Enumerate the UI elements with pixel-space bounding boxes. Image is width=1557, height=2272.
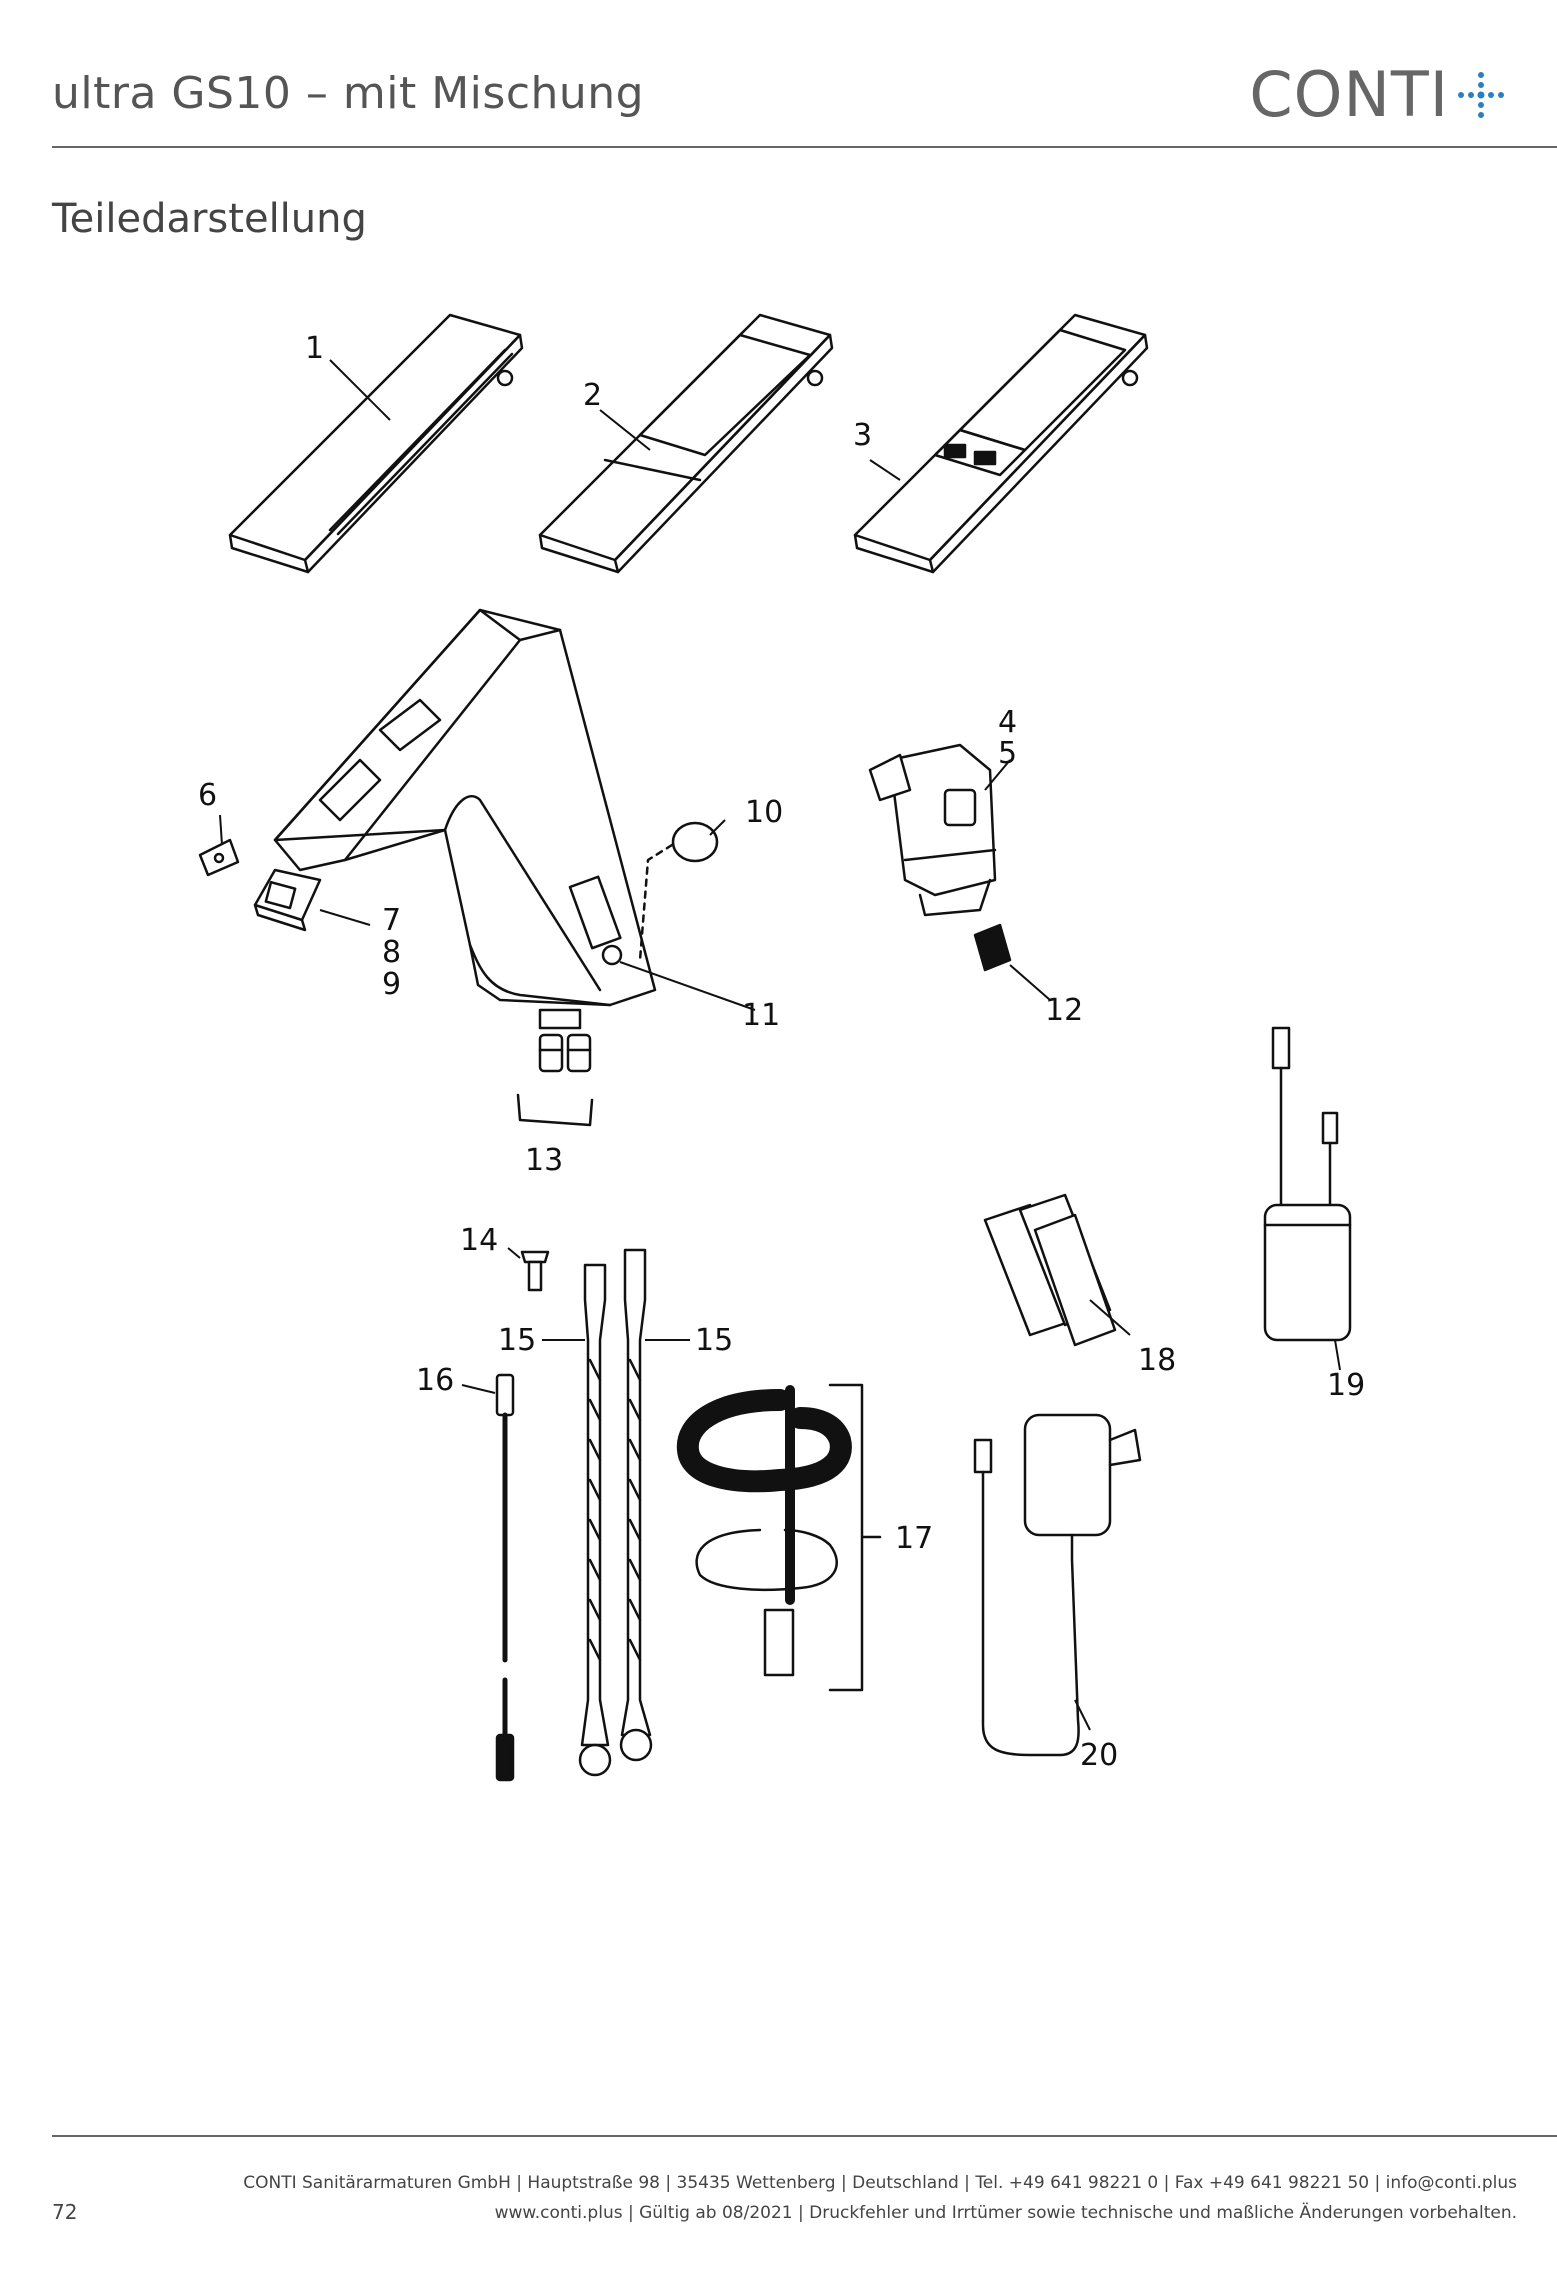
document-title: ultra GS10 – mit Mischung	[52, 68, 645, 119]
callout-14: 14	[460, 1223, 498, 1258]
page-number: 72	[52, 2200, 78, 2224]
brand-wordmark: CONTI	[1249, 58, 1449, 131]
part-15-hoses	[578, 1248, 653, 1777]
part-10-cap	[671, 821, 719, 863]
part-17-fixing-set	[676, 1383, 882, 1692]
header-divider	[52, 146, 1557, 148]
section-title: Teiledarstellung	[52, 196, 367, 242]
callout-19: 19	[1327, 1368, 1365, 1403]
plus-logo-icon	[1458, 71, 1504, 118]
callout-5: 5	[998, 736, 1017, 771]
callout-6: 6	[198, 778, 217, 813]
callout-11: 11	[742, 998, 780, 1033]
part-18-batteries	[983, 1193, 1117, 1347]
callout-10: 10	[745, 795, 783, 830]
footer-legal-line: www.conti.plus | Gültig ab 08/2021 | Dru…	[494, 2203, 1517, 2223]
callout-20: 20	[1080, 1738, 1118, 1773]
callout-7: 7	[382, 903, 401, 938]
callout-15-right: 15	[695, 1323, 733, 1358]
brand-logo: CONTI	[1249, 58, 1507, 131]
part-16-cable	[495, 1373, 515, 1782]
callout-3: 3	[853, 418, 872, 453]
callout-12: 12	[1045, 993, 1083, 1028]
callout-2: 2	[583, 378, 602, 413]
callout-9: 9	[382, 967, 401, 1002]
faucet-body	[273, 608, 657, 1030]
footer-text: CONTI Sanitärarmaturen GmbH | Hauptstraß…	[243, 2168, 1517, 2228]
part-13-connectors	[516, 1033, 594, 1127]
part-2-cover-panel	[538, 313, 834, 574]
part-1-cover-panel	[228, 313, 524, 574]
part-6-clip	[198, 838, 240, 877]
callout-4: 4	[998, 705, 1017, 740]
part-12-nut	[973, 923, 1012, 972]
callout-17: 17	[895, 1521, 933, 1556]
callout-1: 1	[305, 331, 324, 366]
part-3-display-panel	[853, 313, 1149, 574]
part-4-cartridge	[868, 743, 997, 917]
callout-8: 8	[382, 935, 401, 970]
part-20-power-supply	[973, 1413, 1142, 1757]
part-14-screw	[520, 1250, 550, 1292]
footer-divider	[52, 2135, 1557, 2137]
callout-18: 18	[1138, 1343, 1176, 1378]
part-19-battery-pack	[1263, 1026, 1352, 1342]
callout-15-left: 15	[498, 1323, 536, 1358]
callout-13: 13	[525, 1143, 563, 1178]
footer-company-line: CONTI Sanitärarmaturen GmbH | Hauptstraß…	[243, 2173, 1517, 2193]
part-7-sensor-module	[253, 868, 322, 932]
callout-16: 16	[416, 1363, 454, 1398]
